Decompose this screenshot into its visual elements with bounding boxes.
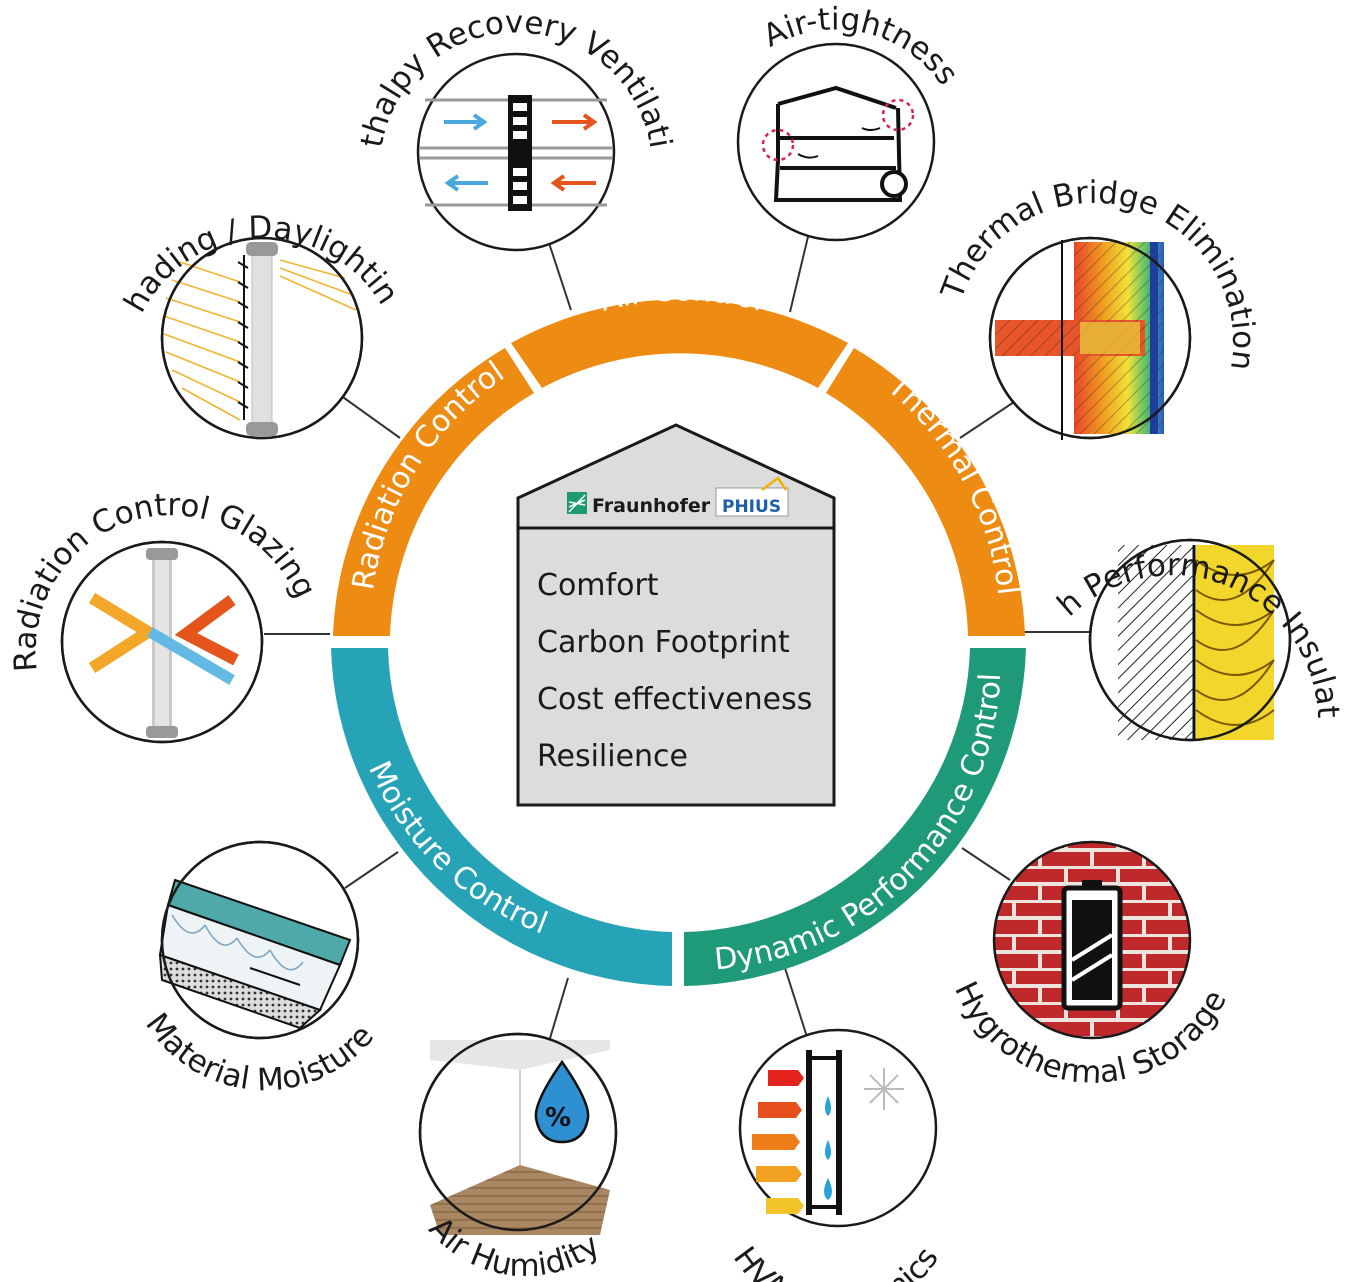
svg-text:Fraunhofer: Fraunhofer — [592, 495, 711, 517]
circle-glazing: Radiation Control Glazing — [7, 487, 323, 744]
circle-humidity: % Air Humidity — [418, 1032, 618, 1282]
phius-logo: PHIUS — [715, 476, 789, 517]
connectors — [264, 219, 1090, 1046]
house-item-cost: Cost effectiveness — [537, 682, 812, 717]
ring-segment-air — [511, 299, 848, 388]
glazing-icon — [88, 548, 239, 738]
circle-shading: Shading / Daylighting — [0, 0, 406, 440]
house-item-resilience: Resilience — [537, 739, 688, 774]
house-item-comfort: Comfort — [537, 568, 659, 603]
svg-text:PHIUS: PHIUS — [722, 497, 781, 517]
roof-section-icon — [158, 878, 352, 1030]
house-item-carbon: Carbon Footprint — [537, 625, 790, 660]
ring-segment-dynamic — [684, 648, 1026, 986]
circle-hvac: HVAC Dynamics — [726, 1028, 946, 1282]
center-house: Fraunhofer PHIUS Comfort Carbon Footprin… — [516, 423, 836, 807]
ring-segment-moisture — [331, 648, 672, 986]
air-tightness-icon — [761, 85, 915, 202]
shading-icon — [163, 242, 357, 436]
circle-ventilation: Enthalpy Recovery Ventilation — [0, 0, 678, 252]
circle-thermal-bridge: Thermal Bridge Elimination — [934, 175, 1261, 440]
battery-brick-icon — [1061, 880, 1123, 1011]
svg-text:%: % — [545, 1103, 571, 1133]
circle-label-hvac: HVAC Dynamics — [726, 1240, 946, 1282]
circle-material-moisture: Material Moisture — [138, 840, 381, 1098]
hvac-icon — [752, 1050, 904, 1215]
fraunhofer-logo: Fraunhofer — [567, 492, 711, 517]
circle-air-tightness: Air-tightness — [736, 1, 965, 242]
thermal-bridge-icon — [995, 240, 1164, 440]
circle-hygrothermal: Hygrothermal Storage — [947, 840, 1234, 1091]
ventilation-icon — [420, 95, 612, 211]
ring-segment-thermal — [826, 348, 1025, 636]
ring-segment-radiation — [333, 348, 534, 636]
insulation-icon — [1118, 545, 1275, 740]
